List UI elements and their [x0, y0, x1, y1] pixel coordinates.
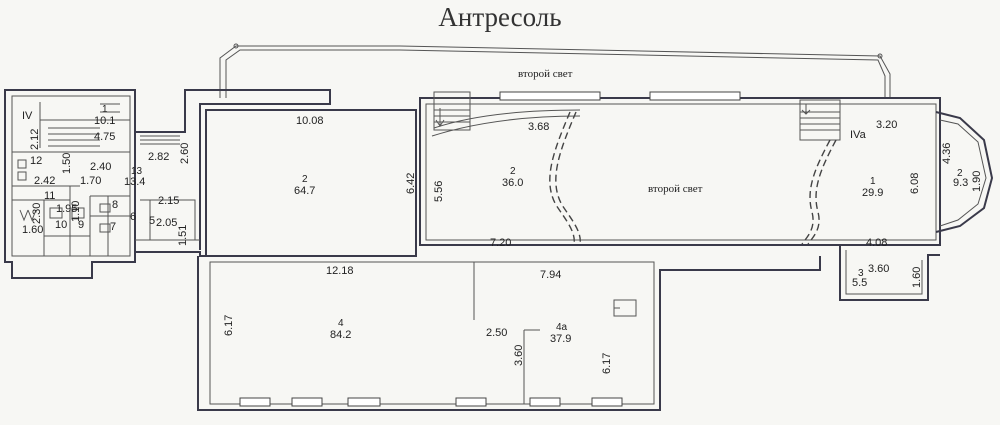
dim-1-90: 1.90: [971, 171, 983, 192]
dim-2-30: 2.30: [31, 203, 43, 224]
main-hall-walls: [419, 91, 994, 301]
room-2c-area: 9.3: [953, 177, 968, 189]
dim-3-60a: 3.60: [868, 263, 889, 275]
dim-3-20: 3.20: [876, 119, 897, 131]
room-4a-number: 4a: [556, 322, 568, 333]
room-3-area: 5.5: [852, 277, 867, 289]
room-2a-area: 64.7: [294, 185, 315, 197]
room-3-number: 3: [858, 268, 864, 279]
room-8-label: 8: [112, 199, 118, 211]
dim-2-50: 2.50: [486, 327, 507, 339]
dim-12-18: 12.18: [326, 265, 354, 277]
dim-1-51: 1.51: [177, 225, 189, 246]
second-light-top-label: второй свет: [518, 68, 573, 80]
dim-6-42: 6.42: [405, 173, 417, 194]
room-1b-area: 29.9: [862, 187, 883, 199]
dim-2-05: 2.05: [156, 217, 177, 229]
second-light-outline: [219, 43, 891, 98]
room-12-label: 12: [30, 155, 42, 167]
second-light-boundaries: [549, 111, 837, 245]
room-1a-number: 1: [102, 104, 108, 115]
dim-5-56: 5.56: [433, 181, 445, 202]
room-13-area: 13.4: [124, 176, 145, 188]
room-1b-number: 1: [870, 176, 876, 187]
room-6-label: 6: [130, 211, 136, 223]
room-2b-number: 2: [510, 166, 516, 177]
left-wing-walls: [4, 89, 136, 279]
dim-2-82: 2.82: [148, 151, 169, 163]
room-4a-area: 37.9: [550, 333, 571, 345]
dim-4-08: 4.08: [866, 237, 887, 249]
lower-rooms-walls: [197, 256, 821, 411]
dim-7-20: 7.20: [490, 237, 511, 249]
second-light-center-label: второй свет: [648, 183, 703, 195]
room-11-label: 11: [44, 190, 55, 202]
dim-4-36: 4.36: [941, 143, 953, 164]
room-10-label: 10: [55, 219, 67, 231]
room-5-label: 5: [149, 215, 155, 227]
room-2b-area: 36.0: [502, 177, 523, 189]
dim-6-17b: 6.17: [601, 353, 613, 374]
room-2a-outline: [205, 109, 417, 257]
dim-1-95: 1.95: [56, 203, 77, 215]
dim-2-12: 2.12: [29, 129, 41, 150]
room-9-label: 9: [78, 219, 84, 231]
dim-1-50: 1.50: [61, 153, 73, 174]
dim-4-75: 4.75: [94, 131, 115, 143]
dim-6-17a: 6.17: [223, 315, 235, 336]
dim-3-68: 3.68: [528, 121, 549, 133]
dim-1-70: 1.70: [80, 175, 101, 187]
dim-3-60b: 3.60: [513, 345, 525, 366]
room-7-label: 7: [110, 221, 116, 233]
room-4-number: 4: [338, 318, 344, 329]
dim-1-60b: 1.60: [911, 267, 923, 288]
room-2c-number: 2: [957, 168, 963, 179]
dim-2-40: 2.40: [90, 161, 111, 173]
dim-10-08: 10.08: [296, 115, 324, 127]
dim-2-15: 2.15: [158, 195, 179, 207]
room-IV-label: IV: [22, 110, 33, 122]
dim-1-60a: 1.60: [22, 224, 43, 236]
plan-title: Антресоль: [438, 2, 562, 32]
dim-2-42: 2.42: [34, 175, 55, 187]
room-1a-area: 10.1: [94, 115, 115, 127]
dim-2-60: 2.60: [179, 143, 191, 164]
room-2a-number: 2: [302, 174, 308, 185]
dim-6-08: 6.08: [909, 173, 921, 194]
dim-7-94: 7.94: [540, 269, 561, 281]
room-13-number: 13: [131, 166, 143, 177]
room-IVa-label: IVa: [850, 129, 867, 141]
dim-1-10: 1.10: [70, 201, 82, 222]
room-4-area: 84.2: [330, 329, 351, 341]
